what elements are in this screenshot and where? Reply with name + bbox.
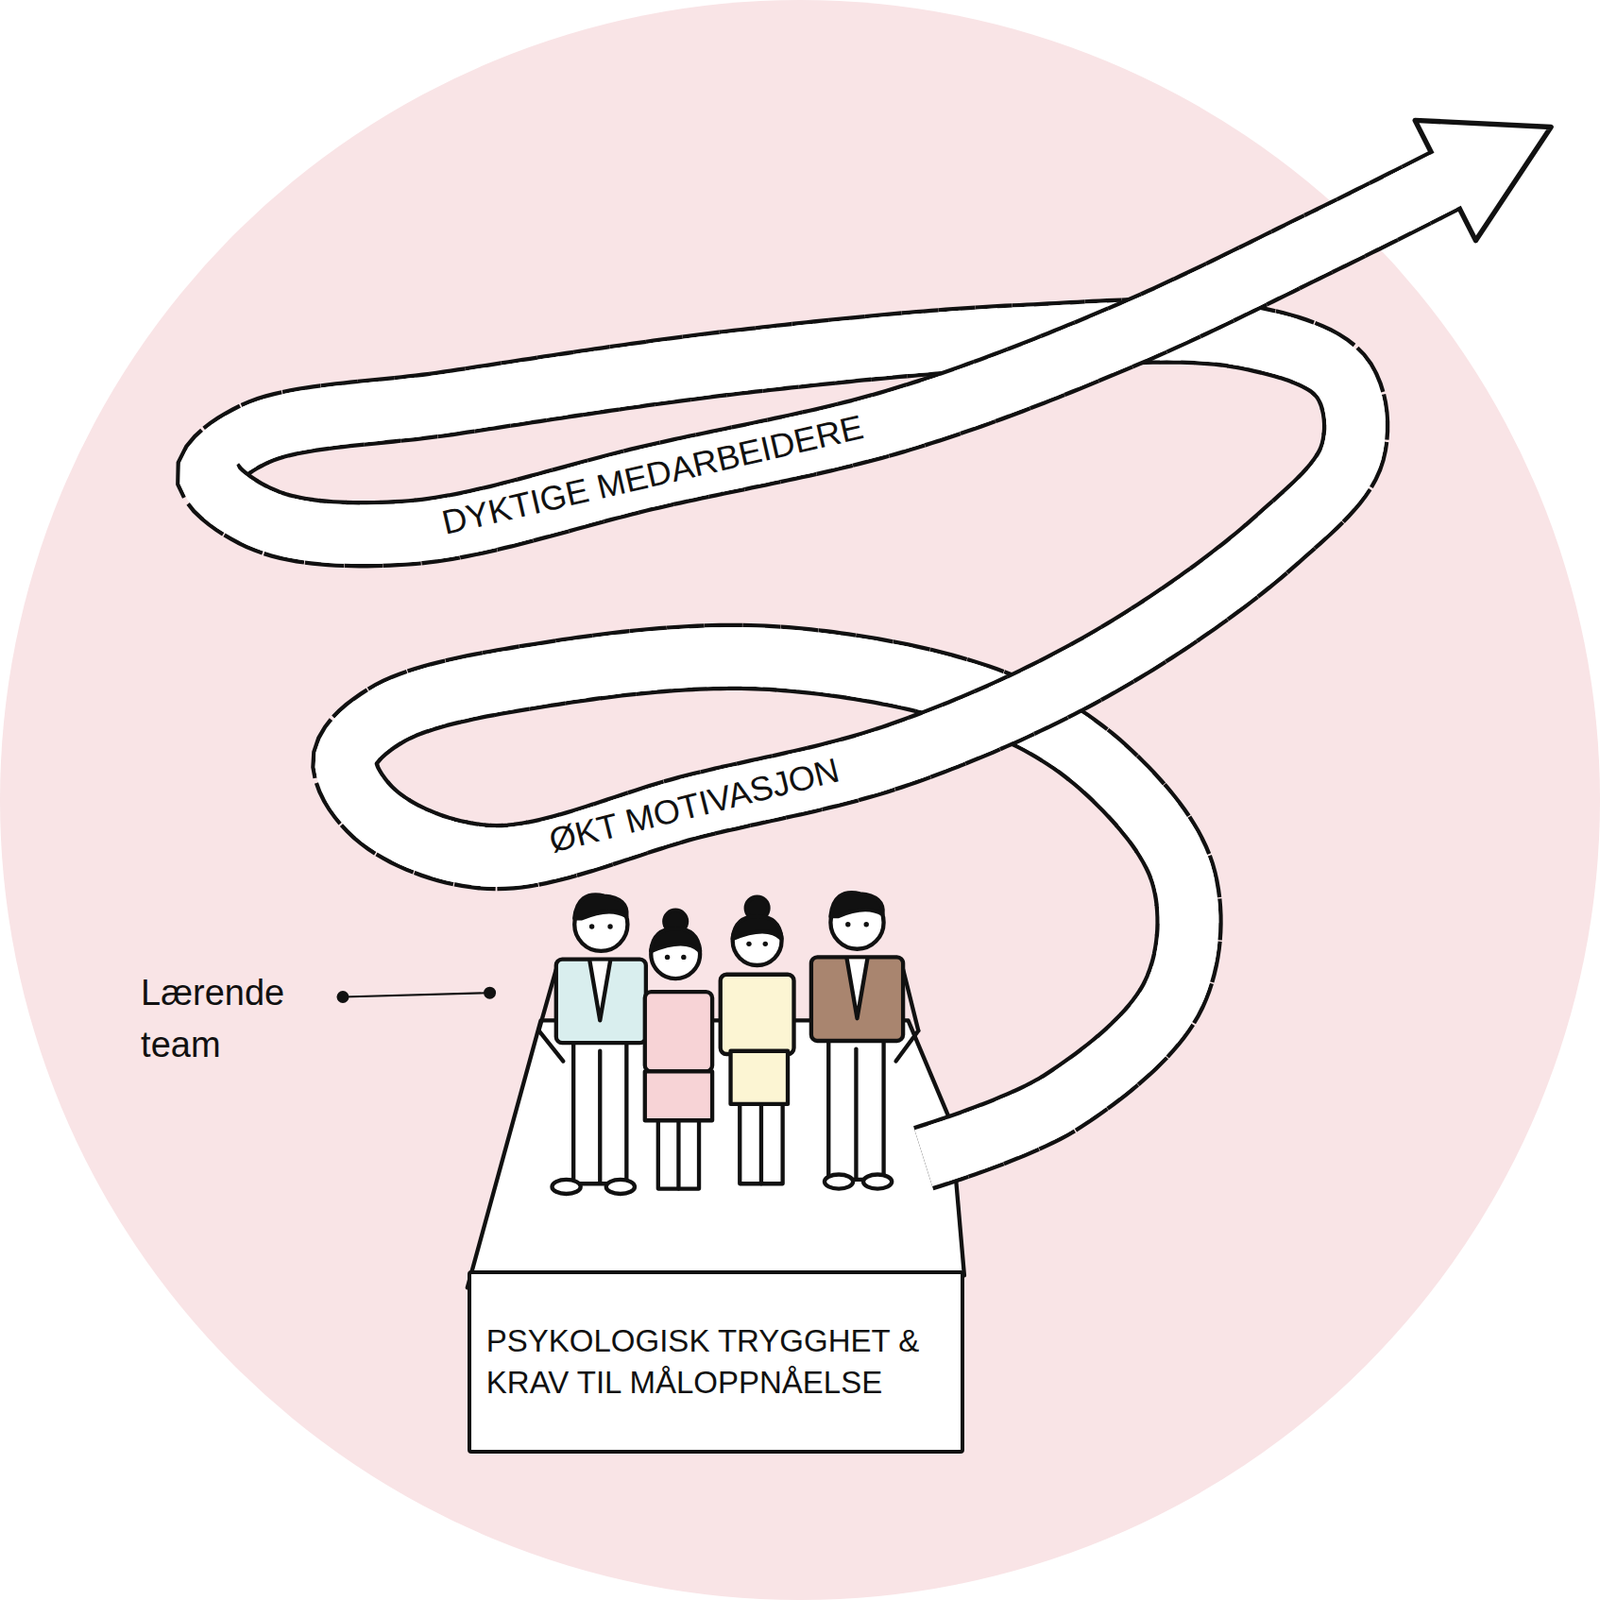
band-text: ØKT MOTIVASJON: [545, 753, 843, 859]
legs: [828, 1038, 884, 1180]
ribbon-face: [1396, 178, 1449, 205]
leg-split: [676, 1117, 681, 1190]
eyes: [589, 921, 869, 960]
ribbon-band: DYKTIGE MEDARBEIDERE: [439, 410, 868, 542]
legs: [573, 1040, 627, 1184]
ribbon-face: [1396, 178, 1449, 205]
shoe: [551, 1179, 580, 1194]
torso: [556, 959, 647, 1044]
shoe: [606, 1179, 635, 1194]
torso: [811, 956, 903, 1041]
skirt: [731, 1051, 789, 1105]
callout-label: Lærende team: [140, 967, 320, 1072]
leg-split: [597, 1051, 602, 1182]
leader-line: [337, 987, 497, 1004]
legs: [658, 1117, 699, 1190]
skirt: [645, 1071, 713, 1121]
band-text: DYKTIGE MEDARBEIDERE: [439, 410, 868, 542]
team-figures: [538, 892, 919, 1194]
ribbon-piece: [1396, 178, 1449, 205]
platform-top: [467, 1020, 965, 1288]
torso: [720, 974, 795, 1055]
hair: [650, 928, 700, 952]
arm: [902, 969, 919, 1031]
leader-dot: [483, 987, 496, 1000]
legs: [739, 1102, 783, 1184]
hair: [732, 916, 783, 939]
leg-split: [759, 1102, 764, 1184]
collar: [589, 961, 611, 1022]
collar: [847, 959, 869, 1020]
ribbon-guide: [208, 178, 1449, 1158]
leg-split: [853, 1049, 858, 1178]
leader-line: [342, 992, 491, 997]
spiral-ribbon: [208, 119, 1551, 1158]
block-text: PSYKOLOGISK TRYGGHET & KRAV TIL MÅLOPPNÅ…: [486, 1320, 946, 1405]
base-block: PSYKOLOGISK TRYGGHET & KRAV TIL MÅLOPPNÅ…: [467, 1270, 965, 1454]
arm: [538, 969, 556, 1031]
torso: [645, 991, 713, 1072]
shoe: [863, 1174, 892, 1189]
hair: [574, 894, 627, 919]
head: [732, 916, 783, 966]
ribbon-band: ØKT MOTIVASJON: [545, 753, 843, 859]
shoe: [824, 1174, 853, 1189]
hair: [830, 892, 883, 917]
leader-dot: [337, 990, 350, 1004]
